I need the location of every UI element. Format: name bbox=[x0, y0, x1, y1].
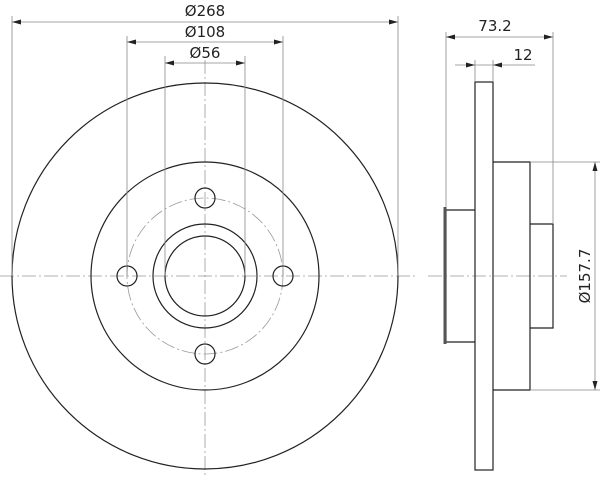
side-dimension-lines bbox=[445, 32, 600, 391]
bolt-hole-top bbox=[194, 187, 216, 209]
center-bore-label: Ø56 bbox=[190, 44, 221, 62]
arrowheads bbox=[12, 19, 398, 66]
bolt-circle-label: Ø108 bbox=[185, 23, 225, 41]
front-view: Ø268 Ø108 Ø56 bbox=[0, 2, 418, 478]
hat-section bbox=[493, 161, 531, 391]
dimension-lines bbox=[11, 16, 399, 276]
disc-thickness-label: 12 bbox=[513, 46, 532, 64]
side-view: 73.2 12 Ø157.7 bbox=[428, 17, 600, 471]
bolt-hole-bottom bbox=[194, 343, 216, 365]
hat-edge bbox=[90, 161, 320, 391]
hub-section bbox=[530, 223, 554, 329]
outer-diameter-label: Ø268 bbox=[185, 2, 225, 20]
hub-ring bbox=[152, 223, 258, 329]
disc-section bbox=[474, 81, 494, 471]
hat-diameter-label: Ø157.7 bbox=[576, 249, 594, 304]
overall-height-label: 73.2 bbox=[478, 17, 511, 35]
abs-ring bbox=[443, 207, 447, 344]
side-arrowheads bbox=[446, 34, 598, 390]
